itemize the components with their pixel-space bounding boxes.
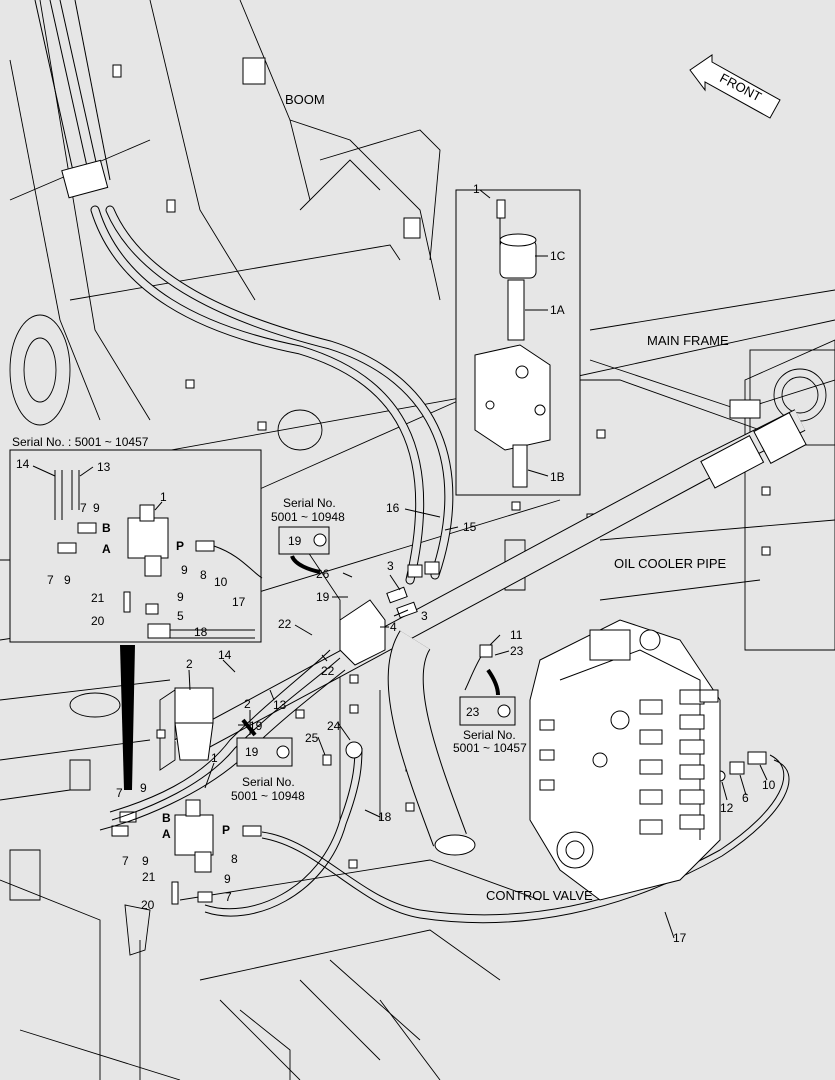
serial-heading: Serial No. xyxy=(283,496,336,510)
frame-bolts xyxy=(112,57,771,869)
part-number: 20 xyxy=(141,898,155,912)
part-number: 11 xyxy=(510,628,523,642)
serial-range: 5001 ~ 10457 xyxy=(453,741,527,755)
part-number: 9 xyxy=(142,854,149,868)
part-number: 7 xyxy=(116,786,123,800)
part-number: 19 xyxy=(288,534,302,548)
front-arrow: FRONT xyxy=(689,54,781,119)
oil-cooler-pipe-label: OIL COOLER PIPE xyxy=(614,556,727,571)
lower-valve-assembly xyxy=(99,561,790,924)
port-label: B xyxy=(102,521,111,535)
part-number: 9 xyxy=(181,563,188,577)
valve-block xyxy=(474,344,551,451)
boom-hoses xyxy=(34,0,454,585)
callout-mid-labels: 19 Serial No. 5001 ~ 10948 xyxy=(231,745,305,803)
serial-heading: Serial No. xyxy=(463,728,516,742)
part-number: 6 xyxy=(742,791,749,805)
part-number: 24 xyxy=(327,719,341,733)
part-number: 12 xyxy=(720,801,734,815)
part-number: 15 xyxy=(463,520,477,534)
port-label: B xyxy=(162,811,171,825)
part-number: 16 xyxy=(386,501,400,515)
part-number: 1A xyxy=(550,303,565,317)
part-number: 3 xyxy=(421,609,428,623)
part-number: 19 xyxy=(316,590,330,604)
part-number: 9 xyxy=(224,872,231,886)
part-number: 1 xyxy=(160,490,167,504)
part-number: 22 xyxy=(278,617,292,631)
serial-range: 5001 ~ 10948 xyxy=(231,789,305,803)
part-number: 26 xyxy=(316,567,330,581)
part-number: 22 xyxy=(321,664,335,678)
serial-range: 5001 ~ 10948 xyxy=(271,510,345,524)
part-number: 7 xyxy=(122,854,129,868)
inset-detail-box xyxy=(9,449,263,643)
part-number: 18 xyxy=(378,810,392,824)
part-number: 19 xyxy=(245,745,259,759)
part-number: 2 xyxy=(186,657,193,671)
callout-mid xyxy=(236,718,293,767)
solenoid-detail-labels: 1 1C 1A 1B xyxy=(473,182,566,484)
part-number: 13 xyxy=(273,698,287,712)
part-number: 10 xyxy=(762,778,776,792)
solenoid-cartridge xyxy=(507,279,525,341)
callout-top-labels: Serial No. 5001 ~ 10948 19 xyxy=(271,496,345,548)
solenoid-plug xyxy=(512,444,528,488)
part-number: 3 xyxy=(387,559,394,573)
part-number: 2 xyxy=(244,697,251,711)
part-number: 1C xyxy=(550,249,566,263)
part-number: 7 xyxy=(80,501,87,515)
part-number: 9 xyxy=(93,501,100,515)
part-number: 19 xyxy=(249,719,263,733)
part-number: 14 xyxy=(218,648,232,662)
part-number: 14 xyxy=(16,457,30,471)
part-number: 17 xyxy=(673,931,687,945)
callout-right xyxy=(459,668,516,726)
part-number: 21 xyxy=(142,870,156,884)
part-number: 8 xyxy=(200,568,207,582)
part-number: 7 xyxy=(47,573,54,587)
leader-lines xyxy=(32,189,768,939)
section-titles: BOOM MAIN FRAME OIL COOLER PIPE CONTROL … xyxy=(285,92,729,903)
part-number: 23 xyxy=(510,644,524,658)
inset-valve-body xyxy=(127,517,169,559)
part-number: 5 xyxy=(177,609,184,623)
port-label: P xyxy=(222,823,230,837)
control-valve-label: CONTROL VALVE xyxy=(486,888,593,903)
control-valve xyxy=(529,619,721,901)
main-frame-label: MAIN FRAME xyxy=(647,333,729,348)
part-number: 9 xyxy=(64,573,71,587)
part-number: 1 xyxy=(473,182,480,196)
part-number: 20 xyxy=(91,614,105,628)
part-number: 9 xyxy=(140,781,147,795)
part-number: 10 xyxy=(214,575,228,589)
part-number: 18 xyxy=(194,625,208,639)
part-number: 9 xyxy=(177,590,184,604)
solenoid-detail-box xyxy=(455,189,581,496)
inset-pointer xyxy=(120,645,135,790)
callout-top xyxy=(278,526,330,574)
callout-right-labels: 23 Serial No. 5001 ~ 10457 xyxy=(453,705,527,755)
part-number: 4 xyxy=(390,620,397,634)
inset-labels: Serial No. : 5001 ~ 10457 14 13 7 9 1 B … xyxy=(12,435,246,639)
port-label: A xyxy=(162,827,171,841)
part-number: 21 xyxy=(91,591,105,605)
part-number-labels: 16 15 3 3 26 19 4 22 22 11 23 2 14 2 13 … xyxy=(116,501,776,945)
port-label: A xyxy=(102,542,111,556)
part-number: 1 xyxy=(211,751,218,765)
part-number: 17 xyxy=(232,595,246,609)
part-number: 8 xyxy=(231,852,238,866)
part-number: 1B xyxy=(550,470,565,484)
part-number: 7 xyxy=(225,890,232,904)
port-label: P xyxy=(176,539,184,553)
part-number: 25 xyxy=(305,731,319,745)
inset-serial-heading: Serial No. : 5001 ~ 10457 xyxy=(12,435,149,449)
boom-label: BOOM xyxy=(285,92,325,107)
serial-heading: Serial No. xyxy=(242,775,295,789)
part-number: 23 xyxy=(466,705,480,719)
part-number: 13 xyxy=(97,460,111,474)
